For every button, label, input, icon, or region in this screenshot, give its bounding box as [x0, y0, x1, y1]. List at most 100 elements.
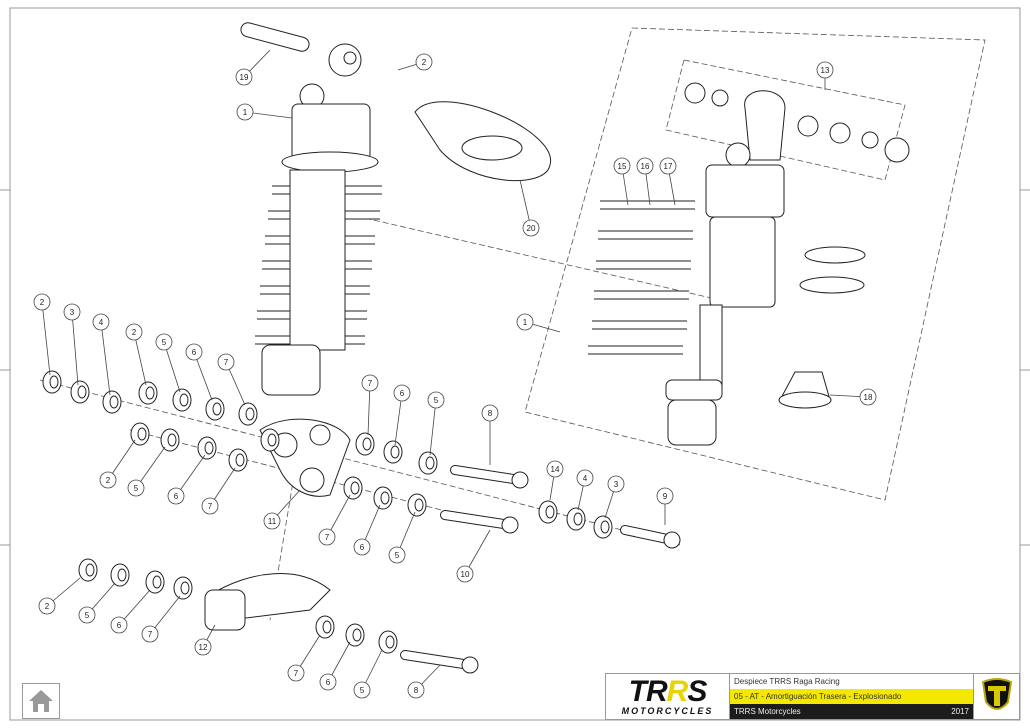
- callout-number: 9: [663, 492, 668, 501]
- bolt: [620, 525, 681, 549]
- callout-number: 5: [434, 396, 439, 405]
- callout-number: 6: [174, 492, 179, 501]
- washer: [42, 370, 62, 394]
- callout-number: 19: [240, 73, 249, 82]
- callout-2: 2: [38, 577, 81, 615]
- seat-plate: [414, 101, 551, 182]
- trrs-logo: TRRS MOTORCYCLES: [606, 674, 730, 719]
- callout-number: 16: [641, 162, 650, 171]
- company-name: TRRS Motorcycles: [734, 707, 801, 716]
- bolt: [400, 650, 479, 674]
- callout-number: 3: [614, 480, 619, 489]
- washer: [378, 630, 398, 654]
- callout-5: 5: [388, 511, 416, 564]
- callout-15: 15: [613, 157, 631, 206]
- washer: [110, 563, 130, 587]
- bolts: [400, 465, 681, 674]
- callout-4: 4: [576, 469, 594, 511]
- washer: [145, 570, 165, 594]
- washer: [538, 500, 558, 524]
- title-block: TRRS MOTORCYCLES Despiece TRRS Raga Raci…: [605, 673, 1020, 720]
- callout-number: 15: [618, 162, 627, 171]
- drawing-title: Despiece TRRS Raga Racing: [734, 677, 840, 686]
- callout-5: 5: [78, 582, 116, 624]
- callout-number: 6: [326, 678, 331, 687]
- callout-number: 4: [99, 318, 104, 327]
- callout-2: 2: [33, 293, 51, 376]
- callout-12: 12: [194, 624, 216, 656]
- callout-number: 7: [208, 502, 213, 511]
- callout-number: 2: [132, 328, 137, 337]
- washer: [355, 432, 375, 456]
- callout-17: 17: [659, 157, 677, 206]
- callout-number: 5: [134, 484, 139, 493]
- callout-number: 10: [461, 570, 470, 579]
- callout-3: 3: [604, 475, 625, 519]
- callout-number: 5: [85, 611, 90, 620]
- washer: [418, 451, 438, 475]
- callout-number: 7: [368, 379, 373, 388]
- year: 2017: [951, 707, 969, 716]
- parts: [42, 22, 910, 674]
- callout-6: 6: [393, 384, 411, 446]
- callout-number: 7: [224, 358, 229, 367]
- washer: [160, 428, 180, 452]
- washer: [566, 507, 586, 531]
- callout-1: 1: [516, 313, 561, 333]
- callout-1: 1: [236, 103, 293, 121]
- shock-absorber-right: [588, 82, 910, 446]
- washers-bushings: [42, 370, 613, 654]
- callout-5: 5: [155, 333, 181, 393]
- washer: [238, 402, 258, 426]
- logo-subtext: MOTORCYCLES: [621, 705, 714, 716]
- washer: [260, 428, 280, 452]
- shock-absorber-left: [240, 22, 382, 396]
- callout-number: 12: [199, 643, 208, 652]
- shield-logo-icon: [973, 674, 1019, 719]
- callout-6: 6: [185, 343, 213, 401]
- callout-number: 1: [243, 108, 248, 117]
- callout-number: 3: [70, 308, 75, 317]
- washer: [78, 558, 98, 582]
- callout-7: 7: [361, 374, 379, 436]
- callout-4: 4: [92, 313, 111, 396]
- callout-7: 7: [201, 467, 236, 515]
- callout-number: 8: [488, 409, 493, 418]
- callout-number: 8: [414, 686, 419, 695]
- company-row: TRRS Motorcycles 2017: [730, 704, 973, 719]
- callout-3: 3: [63, 303, 81, 386]
- callout-number: 6: [117, 621, 122, 630]
- washer: [383, 440, 403, 464]
- callout-2: 2: [99, 439, 136, 489]
- callout-number: 2: [45, 602, 50, 611]
- washer: [70, 380, 90, 404]
- callout-8: 8: [481, 404, 499, 465]
- washer: [407, 493, 427, 517]
- callout-number: 6: [360, 543, 365, 552]
- bolt: [450, 465, 529, 489]
- callout-number: 1: [523, 318, 528, 327]
- washer: [173, 576, 193, 600]
- callout-6: 6: [167, 454, 206, 505]
- callout-number: 2: [40, 298, 45, 307]
- callout-number: 14: [551, 465, 560, 474]
- callout-6: 6: [319, 641, 351, 691]
- callout-number: 4: [583, 474, 588, 483]
- callout-9: 9: [656, 487, 674, 525]
- callout-7: 7: [287, 634, 321, 682]
- home-button[interactable]: [22, 683, 60, 719]
- callout-20: 20: [519, 179, 540, 237]
- washer: [315, 615, 335, 639]
- logo-text: TRRS: [628, 674, 708, 708]
- callout-13: 13: [816, 61, 834, 90]
- washer: [172, 388, 192, 412]
- callout-number: 11: [268, 517, 277, 526]
- callout-number: 18: [864, 393, 873, 402]
- callout-number: 13: [821, 66, 830, 75]
- callout-7: 7: [141, 595, 181, 643]
- washer: [205, 397, 225, 421]
- callout-number: 5: [360, 686, 365, 695]
- callout-11: 11: [263, 489, 301, 530]
